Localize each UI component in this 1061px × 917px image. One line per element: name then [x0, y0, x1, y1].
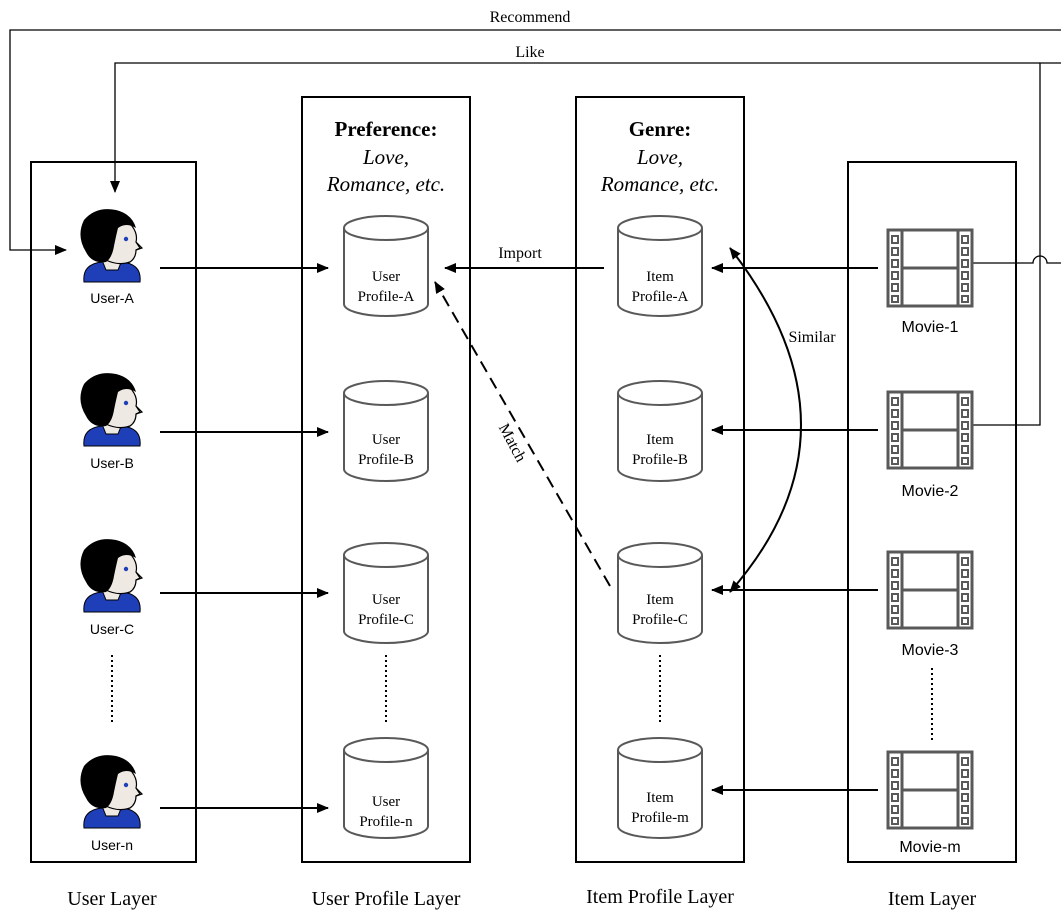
item-profile-c-line2: Profile-C: [632, 612, 688, 628]
user-profile-n-line1: User: [372, 794, 400, 810]
user-profile-a-line2: Profile-A: [358, 289, 415, 305]
item-profile-layer-box: [575, 96, 745, 863]
recommend-arrow: [9, 29, 1061, 255]
similar-arrow: [729, 247, 802, 593]
user-layer-box: [30, 161, 197, 863]
item-profile-m-line2: Profile-m: [631, 810, 689, 826]
user-profile-n-line2: Profile-n: [359, 814, 413, 830]
movie-2: Movie-2: [886, 390, 974, 500]
movie-3: Movie-3: [886, 550, 974, 659]
user-profile-layer-box: [301, 96, 471, 863]
item-profile-b-line2: Profile-B: [632, 452, 688, 468]
like-label: Like: [515, 44, 544, 61]
item-profile-b-line1: Item: [646, 432, 674, 448]
item-profile-a-line2: Profile-A: [632, 289, 689, 305]
movie-1-label: Movie-1: [902, 319, 959, 336]
user-c-avatar-icon: [79, 538, 143, 613]
user-n-avatar-icon: [79, 754, 143, 829]
item-layer-box: [847, 161, 1017, 863]
user-profile-a-line1: User: [372, 269, 400, 285]
user-profile-header-line2: Romance, etc.: [326, 172, 445, 196]
movie-m-label: Movie-m: [899, 839, 960, 856]
match-arrow: [434, 281, 611, 587]
user-profile-header-title: Preference:: [335, 117, 438, 141]
movie-m: Movie-m: [886, 750, 974, 856]
like-arrow-top: [110, 62, 1040, 193]
item-profile-c: Item Profile-C: [617, 542, 703, 644]
user-profile-a: User Profile-A: [343, 215, 429, 317]
item-layer-label: Item Layer: [888, 888, 977, 910]
user-n: User-n: [79, 754, 143, 853]
user-profile-c-line2: Profile-C: [358, 612, 414, 628]
item-profile-header-title: Genre:: [629, 117, 692, 141]
import-label: Import: [498, 245, 542, 262]
user-profile-layer-label: User Profile Layer: [312, 888, 461, 910]
user-b-label: User-B: [90, 455, 134, 471]
item-profile-header-line2: Romance, etc.: [600, 172, 719, 196]
user-profile-n: User Profile-n: [343, 737, 429, 839]
movie-3-label: Movie-3: [902, 642, 959, 659]
similar-label: Similar: [788, 329, 836, 346]
item-profile-m-line1: Item: [646, 790, 674, 806]
item-profile-c-line1: Item: [646, 592, 674, 608]
movie-2-label: Movie-2: [902, 483, 959, 500]
user-a-label: User-A: [90, 290, 134, 306]
user-a: User-A: [79, 208, 143, 306]
movie-2-film-icon: [886, 390, 974, 470]
user-b-avatar-icon: [79, 372, 143, 447]
user-profile-b: User Profile-B: [343, 380, 429, 482]
recommend-label: Recommend: [490, 9, 571, 26]
match-label: Match: [495, 421, 529, 465]
movie1-feedback-link: [972, 255, 1061, 264]
item-profile-a-line1: Item: [646, 269, 674, 285]
user-profile-header-line1: Love,: [362, 145, 409, 169]
user-profile-c: User Profile-C: [343, 542, 429, 644]
movie-1-film-icon: [886, 228, 974, 308]
user-c-label: User-C: [90, 621, 134, 637]
user-profile-b-line2: Profile-B: [358, 452, 414, 468]
user-a-avatar-icon: [79, 208, 143, 283]
item-profile-a: Item Profile-A: [617, 215, 703, 317]
like-arrow: [972, 62, 1061, 426]
user-c: User-C: [79, 538, 143, 637]
user-n-label: User-n: [91, 837, 133, 853]
user-layer-label: User Layer: [67, 888, 157, 910]
movie-1: Movie-1: [886, 228, 974, 336]
user-profile-c-line1: User: [372, 592, 400, 608]
movie-3-film-icon: [886, 550, 974, 630]
item-profile-layer-label: Item Profile Layer: [586, 886, 734, 908]
movie-m-film-icon: [886, 750, 974, 830]
user-profile-b-line1: User: [372, 432, 400, 448]
user-b: User-B: [79, 372, 143, 471]
item-profile-b: Item Profile-B: [617, 380, 703, 482]
item-profile-m: Item Profile-m: [617, 737, 703, 839]
item-profile-header-line1: Love,: [636, 145, 683, 169]
